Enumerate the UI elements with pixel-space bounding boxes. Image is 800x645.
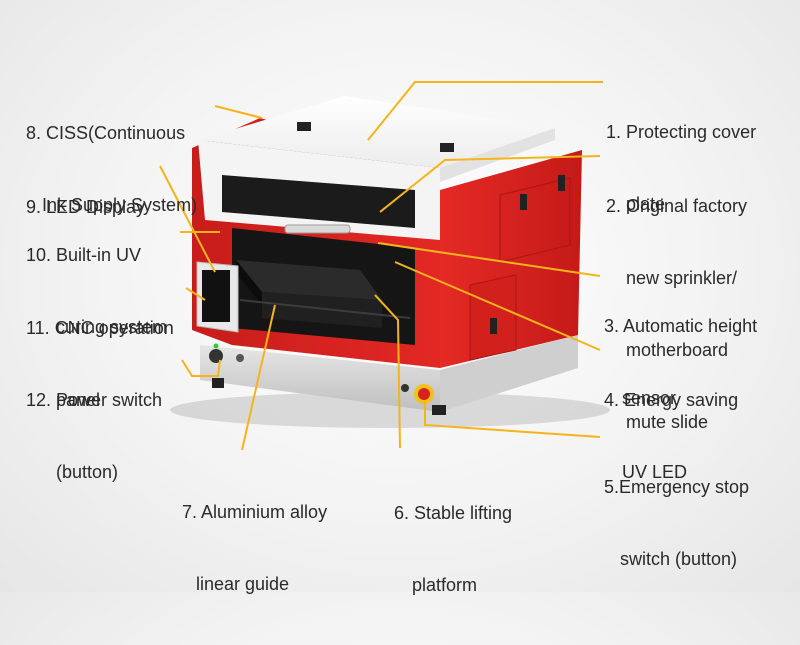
label-emergency-stop: 5.Emergency stop switch (button) — [604, 427, 749, 619]
label-text: (button) — [56, 462, 119, 482]
label-text: 6. Stable lifting — [394, 503, 513, 523]
base-foot-right — [432, 405, 446, 415]
label-protecting-cover-plate: 1. Protecting cover plate — [606, 72, 756, 264]
label-text: mute slide — [626, 412, 709, 432]
leader-1 — [367, 81, 603, 141]
cover-window — [222, 175, 415, 228]
side-panel-upper-door — [499, 177, 571, 263]
label-text: UV LED — [622, 462, 688, 482]
label-text: new sprinkler/ — [626, 268, 738, 288]
side-vent-3 — [490, 318, 497, 334]
label-lifting-platform: 6. Stable lifting platform — [394, 453, 512, 645]
base-knob — [401, 384, 409, 392]
label-text: 3. Automatic height — [604, 316, 758, 336]
label-text: switch (button) — [620, 549, 738, 569]
label-cnc-panel: 11. CNC operation panel — [26, 268, 174, 460]
leader-7 — [241, 304, 276, 451]
label-text: 8. CISS(Continuous — [26, 123, 186, 143]
printer-base-side — [440, 335, 578, 412]
label-text: Ink Supply System) — [42, 195, 198, 215]
diagram-canvas: 1. Protecting cover plate 2. Original fa… — [26, 72, 757, 595]
leader-4 — [394, 261, 601, 351]
leader-3 — [377, 242, 601, 277]
label-text: 10. Built-in UV — [26, 245, 142, 265]
base-foot-left — [212, 378, 224, 388]
leader-6 — [374, 294, 401, 449]
side-vent-1 — [520, 194, 527, 210]
leader-lines — [159, 81, 603, 451]
label-text: 4. Energy saving — [604, 390, 739, 410]
label-text: platform — [412, 575, 478, 595]
side-vent-2 — [558, 175, 565, 191]
cover-clip-1 — [297, 122, 311, 131]
emergency-stop-button — [418, 388, 430, 400]
label-text: motherboard — [626, 340, 729, 360]
printer-illustration — [159, 81, 610, 451]
cover-handle — [284, 224, 351, 234]
label-linear-guide: 7. Aluminium alloy linear guide — [182, 452, 327, 644]
label-text: 9. LED Display — [26, 197, 146, 217]
label-text: 12. Power switch — [26, 390, 163, 410]
side-panel-door — [469, 274, 517, 361]
label-height-sensor: 3. Automatic height sensor — [604, 266, 757, 458]
label-text: curing system — [56, 317, 168, 337]
guide-rail — [239, 299, 411, 319]
power-led — [213, 343, 219, 349]
power-knob — [209, 349, 223, 363]
label-led-display: 9. LED Display — [26, 147, 145, 267]
leader-12 — [181, 359, 221, 377]
label-sprinkler-motherboard: 2. Original factory new sprinkler/ mothe… — [606, 146, 747, 482]
label-ciss: 8. CISS(Continuous Ink Supply System) — [26, 73, 197, 265]
leader-11 — [185, 287, 206, 301]
label-text: 5.Emergency stop — [604, 477, 750, 497]
lifting-platform-shape — [236, 260, 382, 300]
cnc-screen — [202, 270, 230, 322]
label-text: linear guide — [196, 574, 290, 594]
label-text: 11. CNC operation — [26, 318, 174, 338]
leader-2 — [379, 155, 601, 213]
leader-9 — [159, 165, 216, 273]
printer-base — [200, 345, 440, 412]
top-cover — [198, 96, 555, 168]
label-text: plate — [626, 194, 666, 214]
floor-shadow — [170, 392, 610, 428]
leader-8 — [214, 105, 263, 119]
label-uv-led: 4. Energy saving UV LED — [604, 340, 738, 532]
label-uv-curing: 10. Built-in UV curing system — [26, 195, 167, 387]
top-cover-side-lip — [440, 128, 555, 182]
label-text: panel — [56, 390, 101, 410]
leader-5 — [424, 400, 601, 438]
label-text: 7. Aluminium alloy — [182, 502, 328, 522]
power-indicator — [236, 354, 244, 362]
label-text: sensor — [622, 388, 677, 408]
platform-front — [236, 260, 262, 305]
label-text: 2. Original factory — [606, 196, 748, 216]
label-text: 1. Protecting cover — [606, 122, 757, 142]
platform-tray — [262, 292, 382, 328]
label-power-switch: 12. Power switch (button) — [26, 340, 162, 532]
cover-clip-2 — [440, 143, 454, 152]
